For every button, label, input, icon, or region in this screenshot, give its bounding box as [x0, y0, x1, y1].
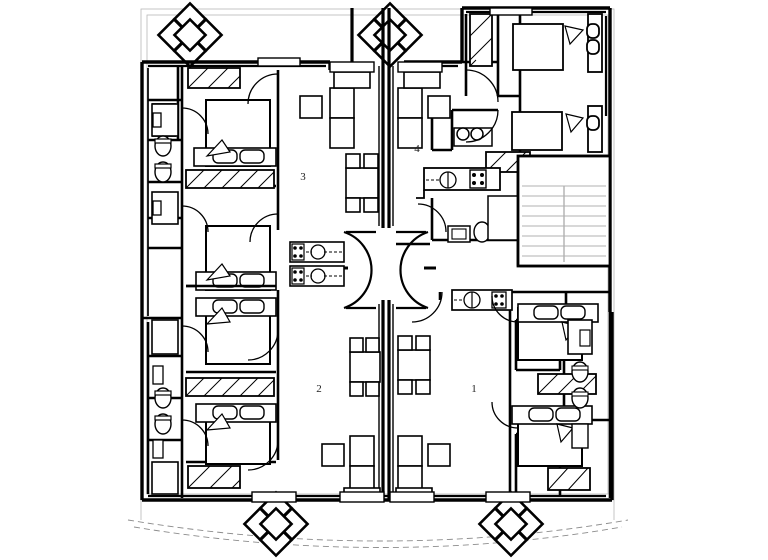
unit-3-wardrobe-b: [185, 169, 275, 189]
wc-icon: [571, 387, 589, 409]
unit-4-utility-block: [487, 195, 519, 241]
unit-2-doors: [181, 325, 279, 471]
unit-4-sofa: [397, 71, 451, 149]
unit-2-dining-set: [349, 337, 381, 397]
unit-4-wardrobe: [469, 13, 493, 67]
unit-2-bed-a: [195, 297, 277, 365]
unit-2-wardrobe-a: [185, 377, 275, 397]
unit-1-bed-b: [511, 405, 593, 467]
unit-3-kitchen: [289, 241, 345, 287]
unit-1-bathroom: [567, 319, 593, 449]
room-label-1: 1: [471, 383, 477, 395]
unit-2-wardrobe-b: [187, 465, 241, 489]
window-openings: [251, 7, 533, 503]
unit-1-doors: [411, 291, 519, 429]
spine-thin: [378, 66, 394, 494]
central-spine: [350, 8, 391, 500]
room-label-3: 3: [300, 171, 306, 183]
unit-4-vanity-top: [453, 127, 493, 147]
unit-4-doors: [417, 69, 499, 233]
property-arc: [127, 519, 629, 548]
unit-4-bed-b: [511, 105, 603, 153]
unit-3-bathroom-a: [151, 103, 179, 157]
unit-2-walls: [140, 284, 280, 498]
unit-1-bed-a: [517, 303, 599, 361]
unit-3-doors: [181, 73, 279, 243]
stairwell: [516, 154, 612, 268]
unit-3-wardrobe-a: [187, 67, 241, 89]
lobby-core: [343, 230, 429, 310]
unit-3-dining-set: [345, 153, 379, 213]
unit-2-bathroom-b: [151, 413, 179, 495]
room-labels: 3 4 2 1: [300, 143, 477, 395]
room-label-4: 4: [414, 143, 420, 155]
kitchen-sink-icon: [310, 268, 326, 284]
unit-4-bed-a: [512, 13, 603, 73]
balcony-deco-top-left: [156, 1, 224, 69]
unit-1-kitchen: [451, 289, 513, 311]
balcony-deco-bot-right: [477, 490, 545, 558]
unit-1-wardrobe-b: [547, 467, 591, 491]
wc-icon: [571, 361, 589, 383]
unit-1-dining-set: [397, 335, 431, 395]
cooktop-icon: [469, 169, 487, 189]
unit-2-bathroom-a: [151, 319, 179, 409]
unit-4-kitchen: [416, 167, 501, 199]
unit-2-bed-b: [195, 403, 277, 465]
unit-3-bathroom-b: [151, 161, 179, 225]
kitchen-sink-icon: [310, 244, 326, 260]
room-label-2: 2: [316, 383, 322, 395]
unit-3-sofa: [299, 71, 371, 149]
unit-3-bed-b: [195, 225, 277, 291]
unit-3-bed-a: [193, 99, 277, 167]
